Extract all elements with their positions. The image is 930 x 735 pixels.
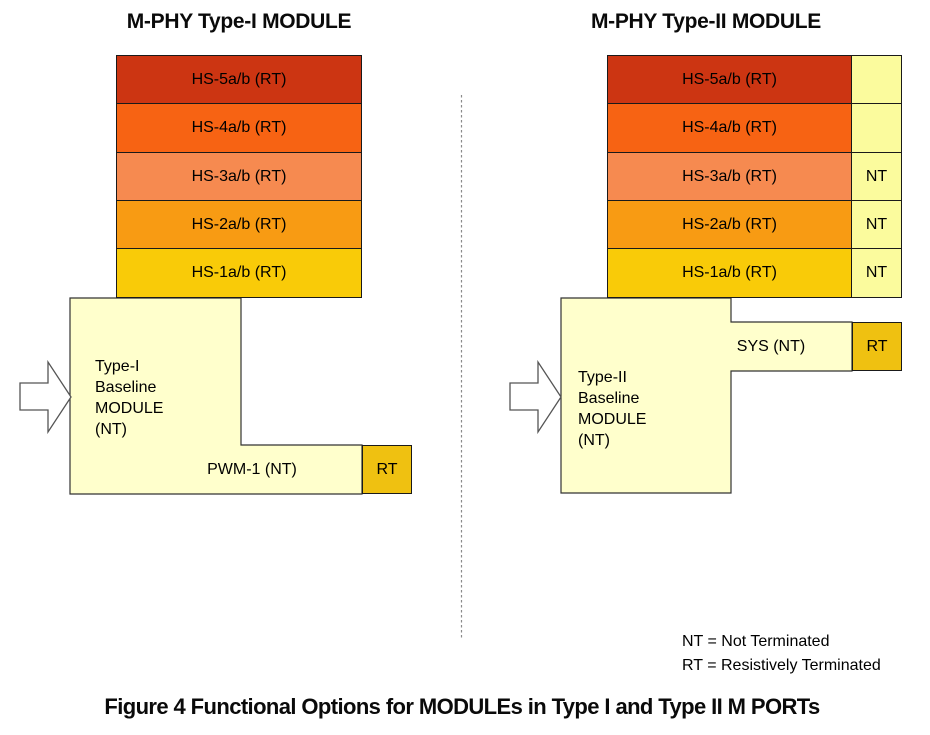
figure-caption: Figure 4 Functional Options for MODULEs …: [104, 694, 820, 719]
hs4-bar-type2: HS-4a/b (RT): [607, 103, 852, 153]
hs3-bar-type1: HS-3a/b (RT): [116, 152, 362, 201]
nt-cell-hs2: NT: [851, 200, 902, 249]
legend-nt-line: NT = Not Terminated: [682, 633, 830, 650]
right-input-arrow-icon: [509, 359, 562, 435]
type1-baseline-module-label: Type-I Baseline MODULE (NT): [95, 358, 164, 438]
type2-baseline-module-label: Type-II Baseline MODULE (NT): [578, 369, 647, 449]
rt-box-type2: RT: [852, 322, 902, 371]
nt-cell-hs3: NT: [851, 152, 902, 201]
pwm1-lane-label: PWM-1 (NT): [207, 460, 297, 478]
sys-lane-label: SYS (NT): [736, 337, 806, 355]
hs2-bar-type2: HS-2a/b (RT): [607, 200, 852, 249]
nt-cell-hs5: [851, 55, 902, 104]
nt-cell-hs1: NT: [851, 248, 902, 298]
hs5-bar-type2: HS-5a/b (RT): [607, 55, 852, 104]
type2-module-title: M-PHY Type-II MODULE: [590, 10, 822, 33]
type2-baseline-module-shape: [560, 297, 853, 494]
legend: NT = Not Terminated RT = Resistively Ter…: [682, 630, 881, 678]
hs1-bar-type2: HS-1a/b (RT): [607, 248, 852, 298]
type1-module-title: M-PHY Type-I MODULE: [126, 10, 352, 33]
hs3-bar-type2: HS-3a/b (RT): [607, 152, 852, 201]
hs4-bar-type1: HS-4a/b (RT): [116, 103, 362, 153]
legend-rt-line: RT = Resistively Terminated: [682, 657, 881, 674]
left-input-arrow-icon: [19, 359, 72, 435]
hs1-bar-type1: HS-1a/b (RT): [116, 248, 362, 298]
hs5-bar-type1: HS-5a/b (RT): [116, 55, 362, 104]
nt-cell-hs4: [851, 103, 902, 153]
rt-box-type1: RT: [362, 445, 412, 494]
hs2-bar-type1: HS-2a/b (RT): [116, 200, 362, 249]
